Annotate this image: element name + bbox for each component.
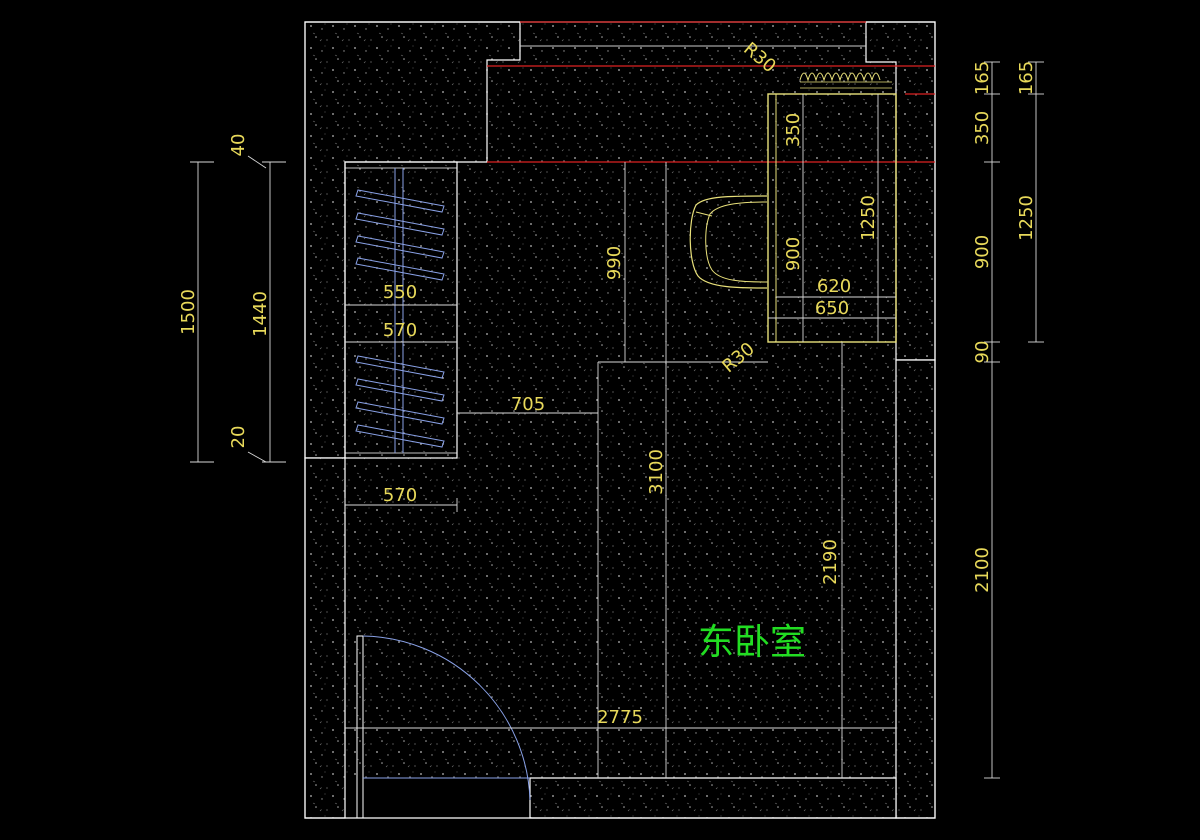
curtain-lines	[487, 21, 935, 163]
dim-40: 40	[228, 134, 249, 157]
dim-right-165-a: 165	[972, 61, 993, 95]
room-label: 东卧室	[698, 622, 806, 663]
wall-right	[895, 359, 936, 819]
wall-left-lower	[304, 457, 346, 819]
dim-right-1250: 1250	[1016, 195, 1037, 241]
dim-right-165-b: 165	[1016, 61, 1037, 95]
dim-right-90: 90	[972, 341, 993, 364]
dim-20: 20	[228, 426, 249, 449]
door	[356, 635, 531, 819]
dim-570-inner: 570	[383, 320, 417, 341]
chair-seat	[705, 201, 768, 283]
dim-705: 705	[511, 394, 545, 415]
radiator-icon	[799, 72, 881, 82]
dim-right-900: 900	[972, 235, 993, 269]
dim-990: 990	[604, 246, 625, 280]
desk-area	[689, 72, 897, 343]
dim-right-2100: 2100	[972, 547, 993, 593]
hangers-lower	[355, 355, 445, 448]
dim-right-350: 350	[972, 111, 993, 145]
dim-1440: 1440	[250, 291, 271, 337]
dim-550: 550	[383, 282, 417, 303]
wall-bottom	[529, 777, 897, 819]
dim-1500: 1500	[178, 289, 199, 335]
wardrobe-outline	[344, 161, 458, 459]
walls	[304, 21, 936, 819]
dim-650: 650	[815, 298, 849, 319]
hangers-upper	[355, 189, 445, 281]
door-leaf	[356, 635, 364, 819]
wall-mass	[305, 22, 935, 818]
desk-outline	[767, 93, 897, 343]
dim-2775: 2775	[597, 707, 643, 728]
dimension-labels: 1500 1440 40 20 550 570 570 705 990 3100…	[178, 38, 1037, 728]
dimension-lines	[190, 61, 1044, 779]
dim-900-desk: 900	[783, 237, 804, 271]
door-swing-arc	[362, 635, 531, 801]
dim-620: 620	[817, 276, 851, 297]
dim-350-desk: 350	[783, 113, 804, 147]
chair-icon	[689, 195, 768, 289]
dim-1250-desk: 1250	[858, 195, 879, 241]
wardrobe	[344, 161, 458, 459]
dim-3100: 3100	[646, 449, 667, 495]
chair-arm	[695, 211, 713, 217]
dim-570-outer: 570	[383, 485, 417, 506]
dim-2190: 2190	[820, 539, 841, 585]
